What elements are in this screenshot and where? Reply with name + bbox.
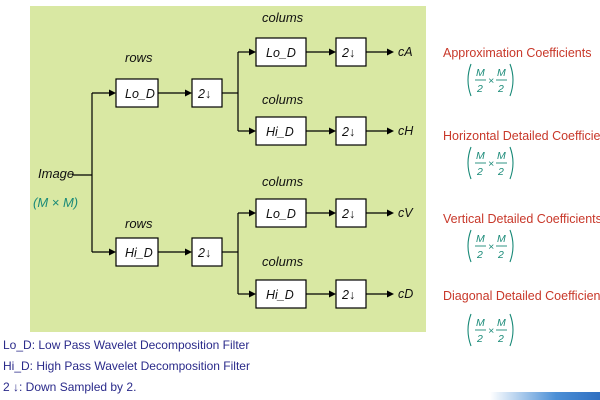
svg-text:2: 2 xyxy=(476,249,483,261)
legend-downsample: 2 ↓: Down Sampled by 2. xyxy=(3,380,137,394)
rows-hi-downsample-label: 2↓ xyxy=(197,246,211,260)
rows-hi-filter-label: Hi_D xyxy=(125,246,153,260)
output-cD: cD xyxy=(398,287,413,301)
svg-text:M: M xyxy=(476,150,485,162)
svg-text:M: M xyxy=(476,317,485,329)
formula-vertical: M 2 × M 2 xyxy=(467,229,514,263)
svg-text:×: × xyxy=(488,325,494,337)
colums-caption-d: colums xyxy=(262,254,304,269)
colums-d-downsample-label: 2↓ xyxy=(341,288,355,302)
output-cH: cH xyxy=(398,124,414,138)
svg-text:2: 2 xyxy=(476,166,483,178)
colums-h-downsample-label: 2↓ xyxy=(341,125,355,139)
colums-v-downsample-label: 2↓ xyxy=(341,207,355,221)
rows-lo-downsample-box xyxy=(191,78,223,108)
svg-text:M: M xyxy=(497,233,506,245)
colums-h-filter-label: Hi_D xyxy=(266,125,294,139)
legend-hi-d: Hi_D: High Pass Wavelet Decomposition Fi… xyxy=(3,359,250,373)
colums-d-filter-label: Hi_D xyxy=(266,288,294,302)
coef-title-diagonal: Diagonal Detailed Coefficients xyxy=(443,289,600,303)
input-label: Image xyxy=(38,166,74,181)
colums-caption-a: colums xyxy=(262,10,304,25)
colums-a-downsample-label: 2↓ xyxy=(341,46,355,60)
svg-text:2: 2 xyxy=(476,83,483,95)
svg-text:M: M xyxy=(497,67,506,79)
coef-title-horizontal: Horizontal Detailed Coefficients xyxy=(443,129,600,143)
legend-lo-d: Lo_D: Low Pass Wavelet Decomposition Fil… xyxy=(3,338,250,352)
rows-lo-filter-label: Lo_D xyxy=(125,87,155,101)
svg-text:2: 2 xyxy=(497,333,504,345)
output-cV: cV xyxy=(398,206,414,220)
stage1-wires xyxy=(72,89,116,256)
svg-text:M: M xyxy=(497,150,506,162)
svg-text:M: M xyxy=(497,317,506,329)
colums-a-filter-box xyxy=(255,37,307,67)
diagram-panel xyxy=(30,6,426,332)
svg-text:2: 2 xyxy=(497,166,504,178)
coef-title-vertical: Vertical Detailed Coefficients xyxy=(443,212,600,226)
svg-text:×: × xyxy=(488,75,494,87)
coef-title-approximation: Approximation Coefficients xyxy=(443,46,591,60)
svg-text:×: × xyxy=(488,158,494,170)
colums-a-filter-label: Lo_D xyxy=(266,46,296,60)
svg-text:M: M xyxy=(476,67,485,79)
svg-text:2: 2 xyxy=(476,333,483,345)
colums-v-filter-label: Lo_D xyxy=(266,207,296,221)
rows-lo-downsample-label: 2↓ xyxy=(197,87,211,101)
colums-d-filter-box xyxy=(255,279,307,309)
svg-text:2: 2 xyxy=(497,249,504,261)
colums-v-filter-box xyxy=(255,198,307,228)
stage2-wires xyxy=(222,48,256,298)
colums-h-filter-box xyxy=(255,116,307,146)
output-cA: cA xyxy=(398,45,413,59)
svg-text:2: 2 xyxy=(497,83,504,95)
rows-caption-lo: rows xyxy=(125,50,153,65)
colums-v-downsample-box xyxy=(335,198,367,228)
colums-caption-v: colums xyxy=(262,174,304,189)
input-size: (M × M) xyxy=(33,195,78,210)
rows-caption-hi: rows xyxy=(125,216,153,231)
formula-horizontal: M 2 × M 2 xyxy=(467,146,514,180)
colums-caption-h: colums xyxy=(262,92,304,107)
formula-diagonal: M 2 × M 2 xyxy=(467,313,514,347)
bottom-accent-strip xyxy=(490,392,600,400)
formula-approximation: M 2 × M 2 xyxy=(467,63,514,97)
svg-text:×: × xyxy=(488,241,494,253)
rows-hi-filter-box xyxy=(115,237,159,267)
svg-text:M: M xyxy=(476,233,485,245)
